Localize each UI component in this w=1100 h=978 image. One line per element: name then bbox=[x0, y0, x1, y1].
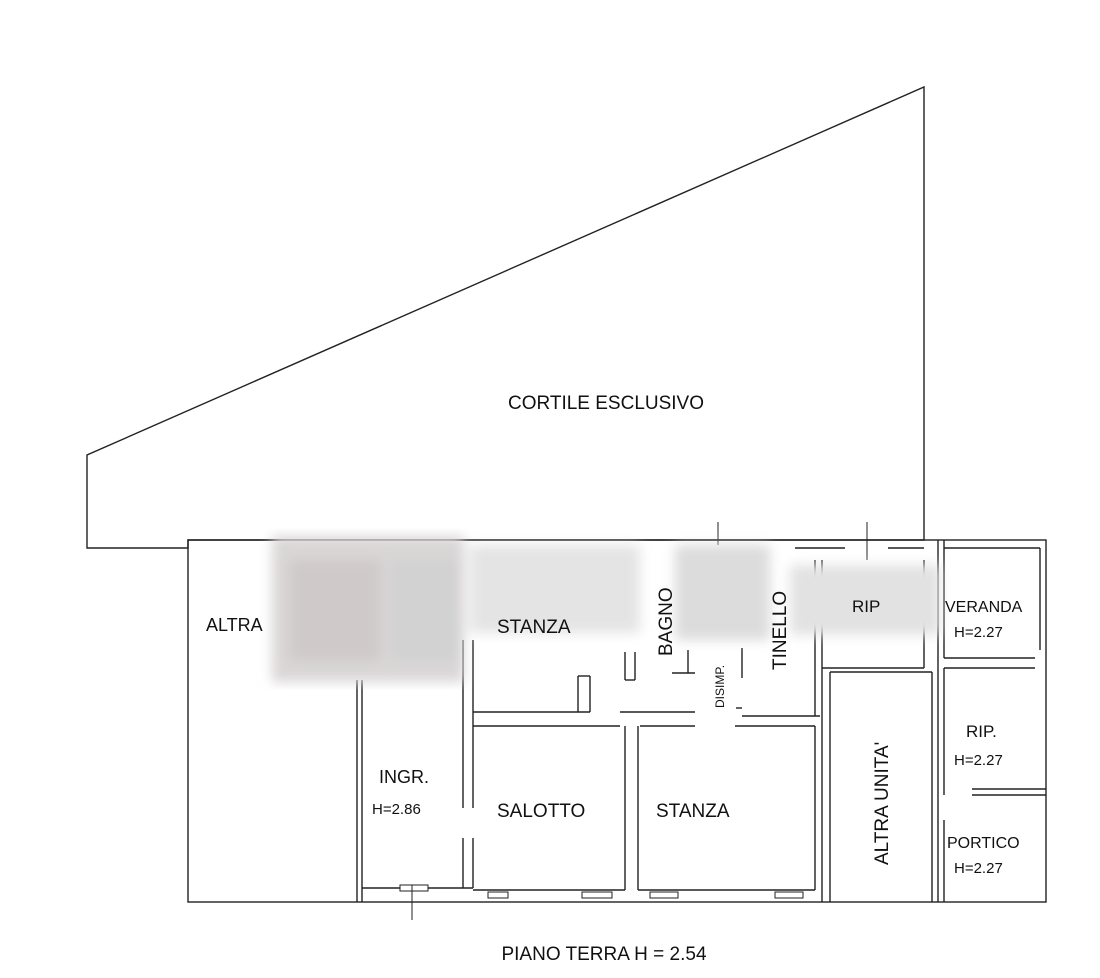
room-label-rip-top: RIP bbox=[852, 597, 880, 616]
redacted-area bbox=[272, 536, 940, 682]
room-label-salotto: SALOTTO bbox=[497, 801, 585, 822]
building-outline bbox=[187, 539, 1047, 903]
room-height-portico: H=2.27 bbox=[954, 860, 1003, 877]
room-label-cortile: CORTILE ESCLUSIVO bbox=[508, 393, 704, 414]
room-height-ingr: H=2.86 bbox=[372, 801, 421, 818]
plan-caption: PIANO TERRA H = 2.54 bbox=[501, 944, 706, 965]
room-label-stanza-bottom: STANZA bbox=[656, 801, 730, 822]
room-height-rip-right: H=2.27 bbox=[954, 752, 1003, 769]
room-label-tinello: TINELLO bbox=[770, 591, 791, 670]
room-label-stanza-top: STANZA bbox=[497, 617, 571, 638]
room-label-portico: PORTICO bbox=[947, 835, 1020, 852]
room-label-disimp: DISIMP. bbox=[713, 665, 727, 708]
window-marks bbox=[399, 884, 804, 899]
room-label-ingr: INGR. bbox=[379, 767, 429, 787]
room-label-veranda: VERANDA bbox=[945, 599, 1023, 616]
room-label-altra-unita: ALTRA UNITA' bbox=[872, 742, 893, 865]
room-label-altra: ALTRA bbox=[206, 615, 263, 635]
courtyard-outline bbox=[86, 85, 925, 549]
room-label-bagno: BAGNO bbox=[656, 587, 677, 656]
room-label-rip-right: RIP. bbox=[966, 722, 997, 741]
room-height-veranda: H=2.27 bbox=[954, 624, 1003, 641]
